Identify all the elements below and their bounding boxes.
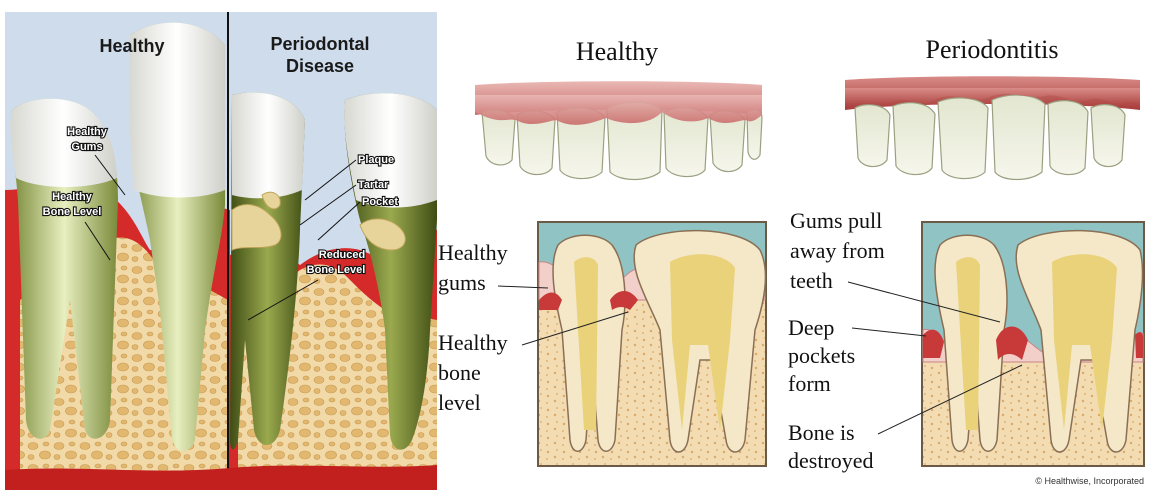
rpointer-deep-pockets <box>852 328 926 336</box>
rlabel-gums-pull-line3: teeth <box>790 268 833 293</box>
credit-text: © Healthwise, Incorporated <box>1035 476 1144 486</box>
left-title-disease-line1: Periodontal <box>270 34 369 54</box>
rlabel-healthy-bone-line2: bone <box>438 360 481 385</box>
healthy-front-teeth <box>475 81 762 179</box>
rlabel-gums-pull-line1: Gums pull <box>790 208 882 233</box>
rlabel-healthy-bone-line1: Healthy <box>438 330 508 355</box>
label-reduced-bone-line1: Reduced <box>319 249 365 261</box>
label-healthy-bone-line2: Bone Level <box>43 206 102 218</box>
right-title-healthy: Healthy <box>576 37 658 66</box>
label-healthy-gums-line1: Healthy <box>67 126 108 138</box>
label-plaque: Plaque <box>358 154 394 166</box>
left-panel: Healthy Periodontal Disease Healthy Gums… <box>5 12 437 490</box>
rlabel-bone-destroyed-line1: Bone is <box>788 420 855 445</box>
periodontitis-cross-section <box>922 222 1144 466</box>
bottom-gum-band <box>5 465 437 490</box>
healthy-cross-section <box>538 222 766 466</box>
label-reduced-bone-line2: Bone Level <box>307 264 366 276</box>
rlabel-healthy-gums-line2: gums <box>438 270 486 295</box>
right-title-periodontitis: Periodontitis <box>926 35 1059 64</box>
label-healthy-gums-line2: Gums <box>71 141 102 153</box>
left-title-disease-line2: Disease <box>286 56 354 76</box>
rlabel-deep-pockets-line1: Deep <box>788 315 834 340</box>
diseased-tooth-left-crown <box>232 92 305 198</box>
label-healthy-bone-line1: Healthy <box>52 191 93 203</box>
rlabel-healthy-bone-line3: level <box>438 390 481 415</box>
rlabel-healthy-gums-line1: Healthy <box>438 240 508 265</box>
rlabel-deep-pockets-line3: form <box>788 371 831 396</box>
rlabel-deep-pockets-line2: pockets <box>788 343 855 368</box>
rlabel-bone-destroyed-line2: destroyed <box>788 448 874 473</box>
label-pocket: Pocket <box>362 196 398 208</box>
rlabel-gums-pull-line2: away from <box>790 238 885 263</box>
periodontitis-front-teeth <box>845 76 1140 179</box>
label-tartar: Tartar <box>358 179 389 191</box>
left-title-healthy: Healthy <box>99 36 164 56</box>
right-panel: Healthy Periodontitis <box>438 35 1144 486</box>
